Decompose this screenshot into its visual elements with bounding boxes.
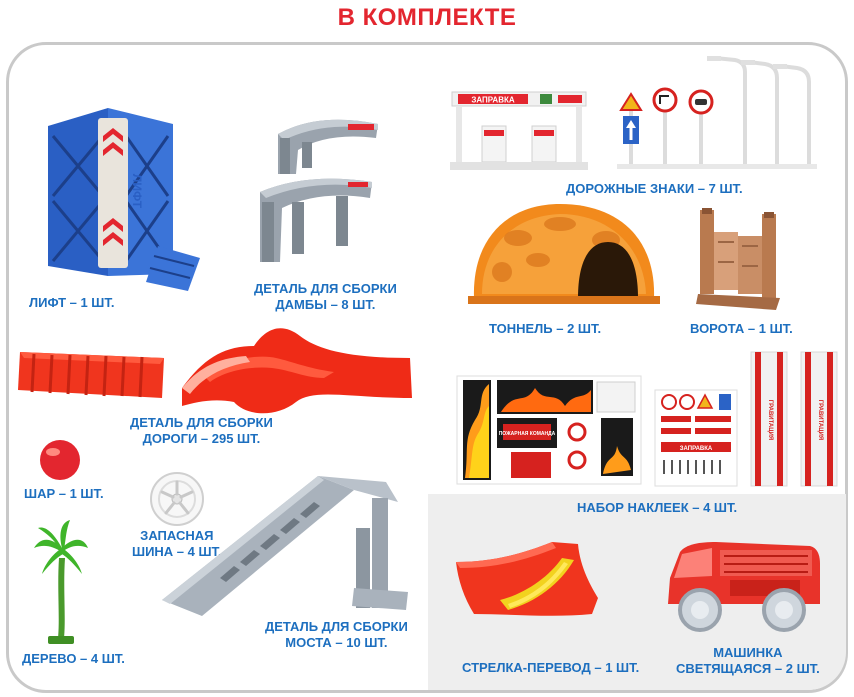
red-ball-icon	[40, 440, 80, 480]
road-label-line2: ДОРОГИ – 295 ШТ.	[142, 431, 261, 446]
tree-label: ДЕРЕВО – 4 ШТ.	[22, 651, 125, 666]
lift-label: ЛИФТ – 1 ШТ.	[29, 295, 115, 310]
road-label: ДЕТАЛЬ ДЛЯ СБОРКИ ДОРОГИ – 295 ШТ.	[130, 415, 273, 447]
sticker-strip-print-text-1: ГРАВИТАЦИЯ	[767, 400, 773, 440]
lift-print-text: ЛИФТ	[130, 174, 144, 209]
palm-tree-icon	[34, 520, 88, 644]
orange-tunnel-icon	[468, 204, 660, 304]
ball-label: ШАР – 1 ШТ.	[24, 486, 104, 501]
tire-label-line2: ШИНА – 4 ШТ.	[132, 544, 222, 559]
sticker-sheets-icon: ПОЖАРНАЯ КОМАНДА ЗАПРАВКА ГРАВИТАЦИЯ ГРА…	[456, 351, 838, 487]
gas-station-icon: ЗАПРАВКА	[450, 91, 588, 170]
sticker-fire-print-text: ПОЖАРНАЯ КОМАНДА	[499, 431, 556, 437]
red-road-pieces-icon	[18, 328, 412, 414]
tunnel-label: ТОННЕЛЬ – 2 ШТ.	[489, 321, 602, 336]
sticker-station-print-text: ЗАПРАВКА	[680, 446, 713, 452]
road-signs-label: ДОРОЖНЫЕ ЗНАКИ – 7 ШТ.	[566, 181, 743, 196]
switch-label: СТРЕЛКА-ПЕРЕВОД – 1 ШТ.	[462, 660, 640, 675]
stickers-label: НАБОР НАКЛЕЕК – 4 ШТ.	[577, 500, 738, 515]
road-signs-and-lamps-icon	[617, 56, 817, 169]
bridge-label: ДЕТАЛЬ ДЛЯ СБОРКИ МОСТА – 10 ШТ.	[265, 619, 408, 651]
bridge-label-line2: МОСТА – 10 ШТ.	[285, 635, 388, 650]
car-label: МАШИНКА СВЕТЯЩАЯСЯ – 2 ШТ.	[676, 645, 820, 677]
road-label-line1: ДЕТАЛЬ ДЛЯ СБОРКИ	[130, 415, 273, 430]
grey-bridge-ramp-icon	[162, 476, 408, 616]
brown-gate-icon	[696, 208, 780, 310]
spare-tire-icon	[150, 472, 204, 526]
tire-label: ЗАПАСНАЯ ШИНА – 4 ШТ.	[132, 528, 222, 560]
blue-lift-tower-icon: ЛИФТ	[48, 108, 200, 291]
dam-label-line1: ДЕТАЛЬ ДЛЯ СБОРКИ	[254, 281, 397, 296]
car-label-line2: СВЕТЯЩАЯСЯ – 2 ШТ.	[676, 661, 820, 676]
grey-dam-pieces-icon	[260, 119, 378, 262]
glowing-fire-truck-icon	[668, 542, 820, 632]
page-title: В КОМПЛЕКТЕ	[337, 4, 517, 31]
sticker-strip-print-text-2: ГРАВИТАЦИЯ	[817, 400, 823, 440]
gate-label: ВОРОТА – 1 ШТ.	[690, 321, 793, 336]
car-label-line1: МАШИНКА	[713, 645, 783, 660]
track-switch-icon	[456, 542, 598, 616]
bridge-label-line1: ДЕТАЛЬ ДЛЯ СБОРКИ	[265, 619, 408, 634]
tire-label-line1: ЗАПАСНАЯ	[140, 528, 214, 543]
dam-label-line2: ДАМБЫ – 8 ШТ.	[275, 297, 376, 312]
dam-label: ДЕТАЛЬ ДЛЯ СБОРКИ ДАМБЫ – 8 ШТ.	[254, 281, 397, 313]
gas-station-print-text: ЗАПРАВКА	[471, 96, 515, 105]
